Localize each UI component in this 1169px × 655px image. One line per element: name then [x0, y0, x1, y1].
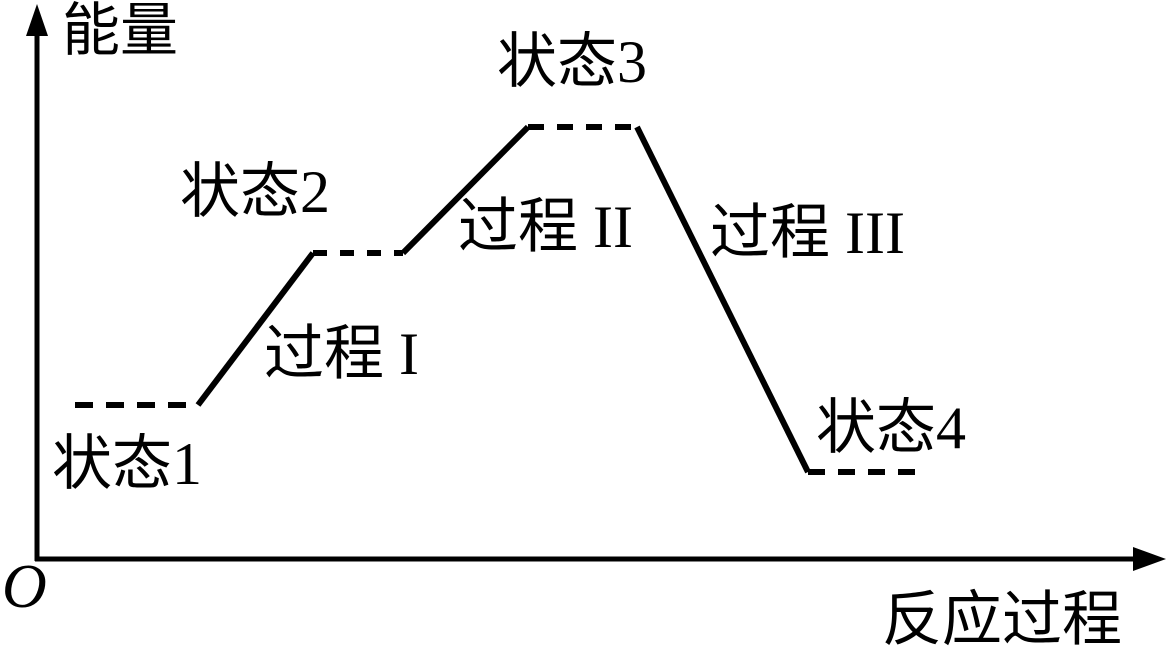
process-1-label: 过程 I — [264, 321, 419, 387]
process-3-label: 过程 III — [710, 200, 905, 266]
process-2-line — [400, 124, 531, 256]
x-axis-arrowhead-icon — [1133, 547, 1166, 571]
state-1-label: 状态1 — [52, 431, 202, 497]
y-axis-arrowhead-icon — [26, 4, 48, 36]
process-3-line — [634, 125, 811, 474]
process-1-line — [195, 251, 316, 407]
y-axis-label: 能量 — [62, 0, 179, 63]
process-2-label: 过程 II — [458, 194, 633, 260]
x-axis-label: 反应过程 — [882, 587, 1122, 653]
state-2-label: 状态2 — [180, 159, 330, 225]
origin-label: O — [2, 553, 47, 621]
state-4-label: 状态4 — [816, 395, 966, 461]
state-3-label: 状态3 — [497, 29, 647, 95]
